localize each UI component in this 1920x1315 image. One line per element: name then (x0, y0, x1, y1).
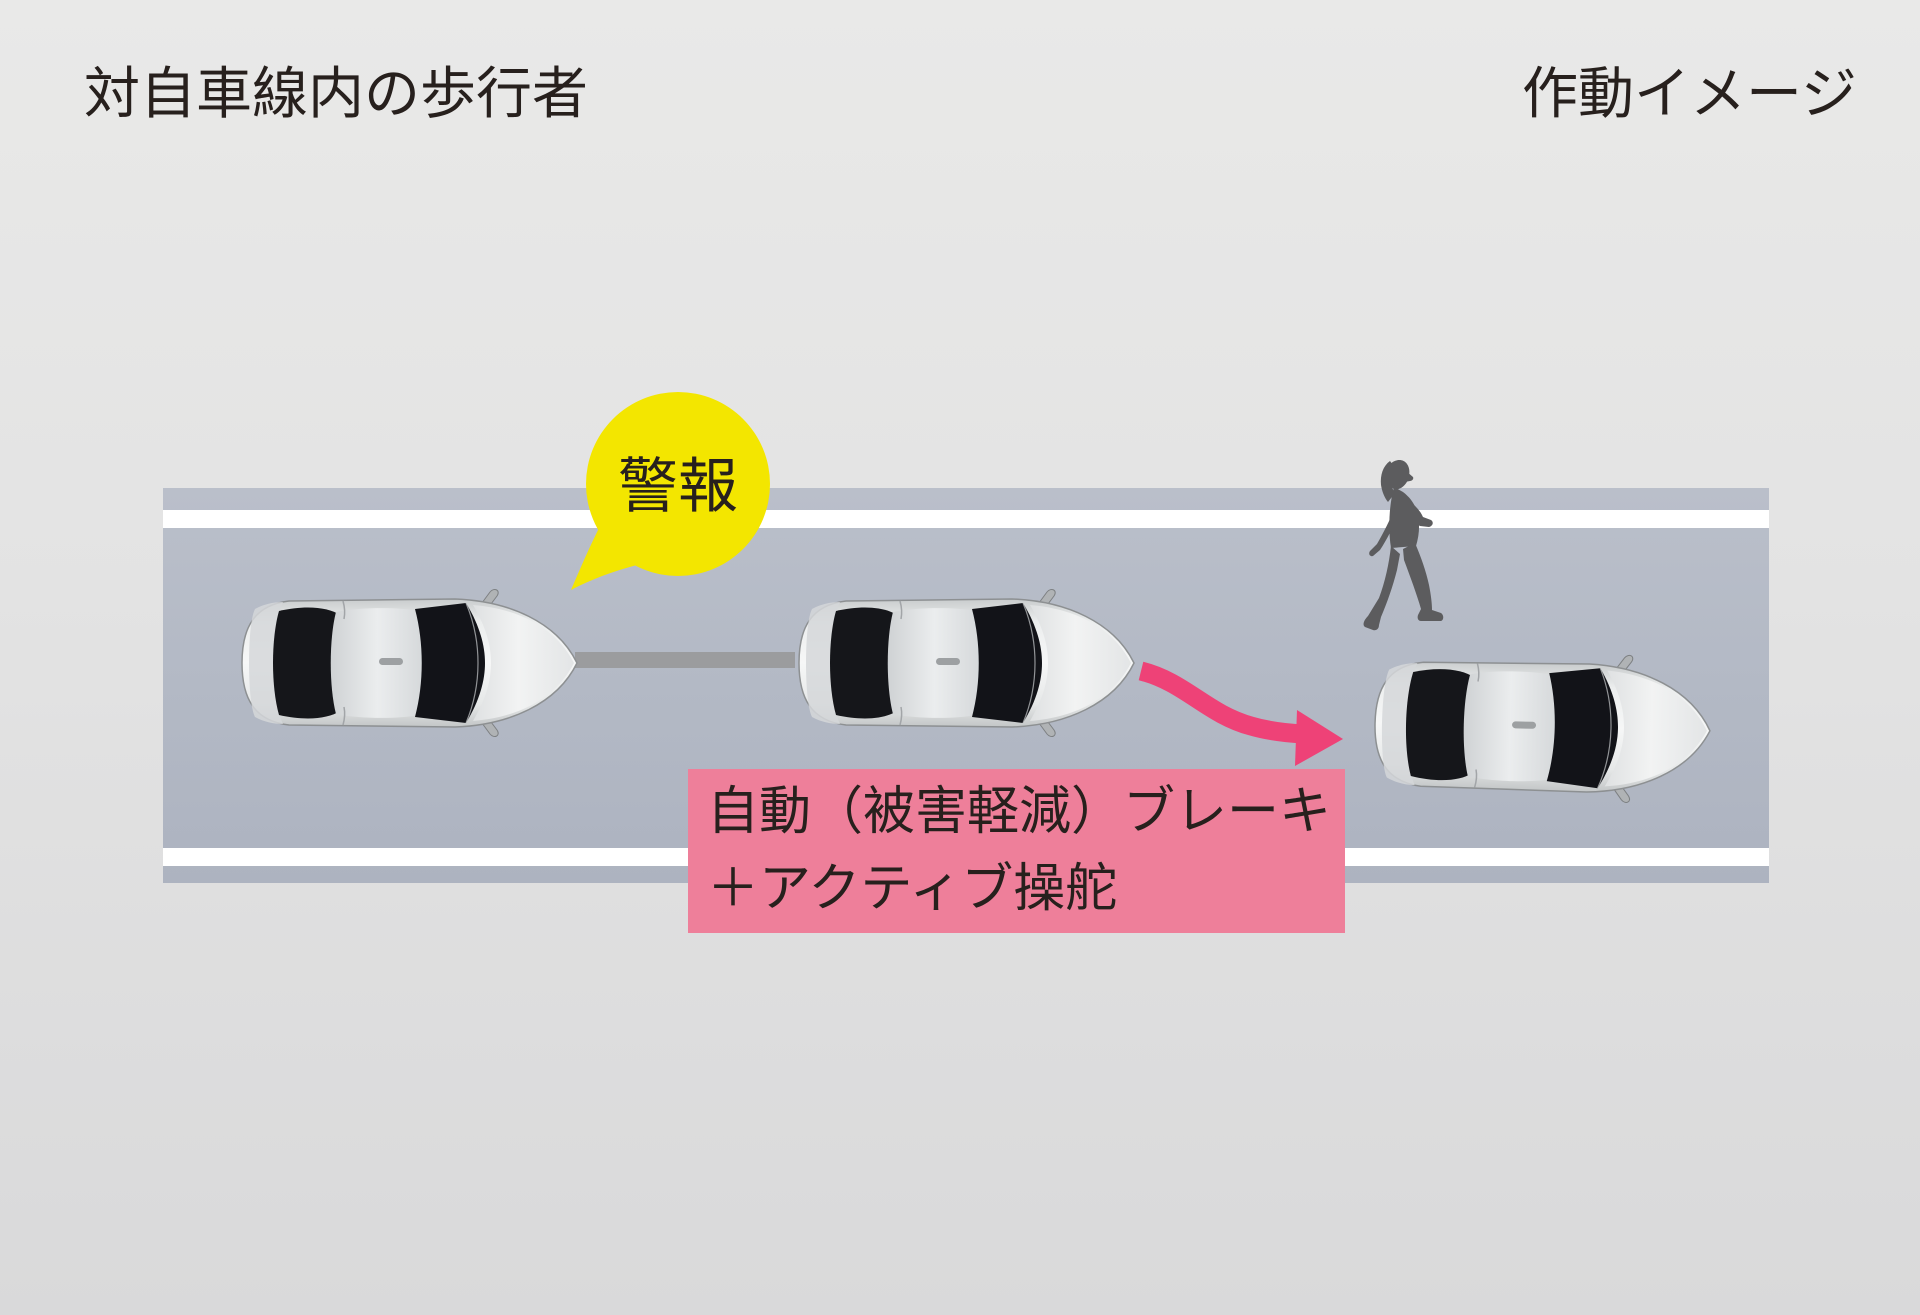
subtitle-operation-image: 作動イメージ (1522, 62, 1857, 125)
page-title: 対自車線内の歩行者 (84, 62, 588, 125)
action-label-line2: ＋アクティブ操舵 (707, 860, 1118, 918)
alert-bubble-shape (571, 392, 770, 590)
steering-arrow (1138, 661, 1343, 766)
action-label-box: 自動（被害軽減）ブレーキ ＋アクティブ操舵 (688, 769, 1345, 933)
alert-bubble-label: 警報 (618, 453, 738, 520)
action-label-line1: 自動（被害軽減）ブレーキ (707, 783, 1332, 841)
distance-bar (575, 652, 795, 668)
pedestrian-silhouette (1363, 460, 1444, 631)
lane-line-top (163, 510, 1769, 528)
